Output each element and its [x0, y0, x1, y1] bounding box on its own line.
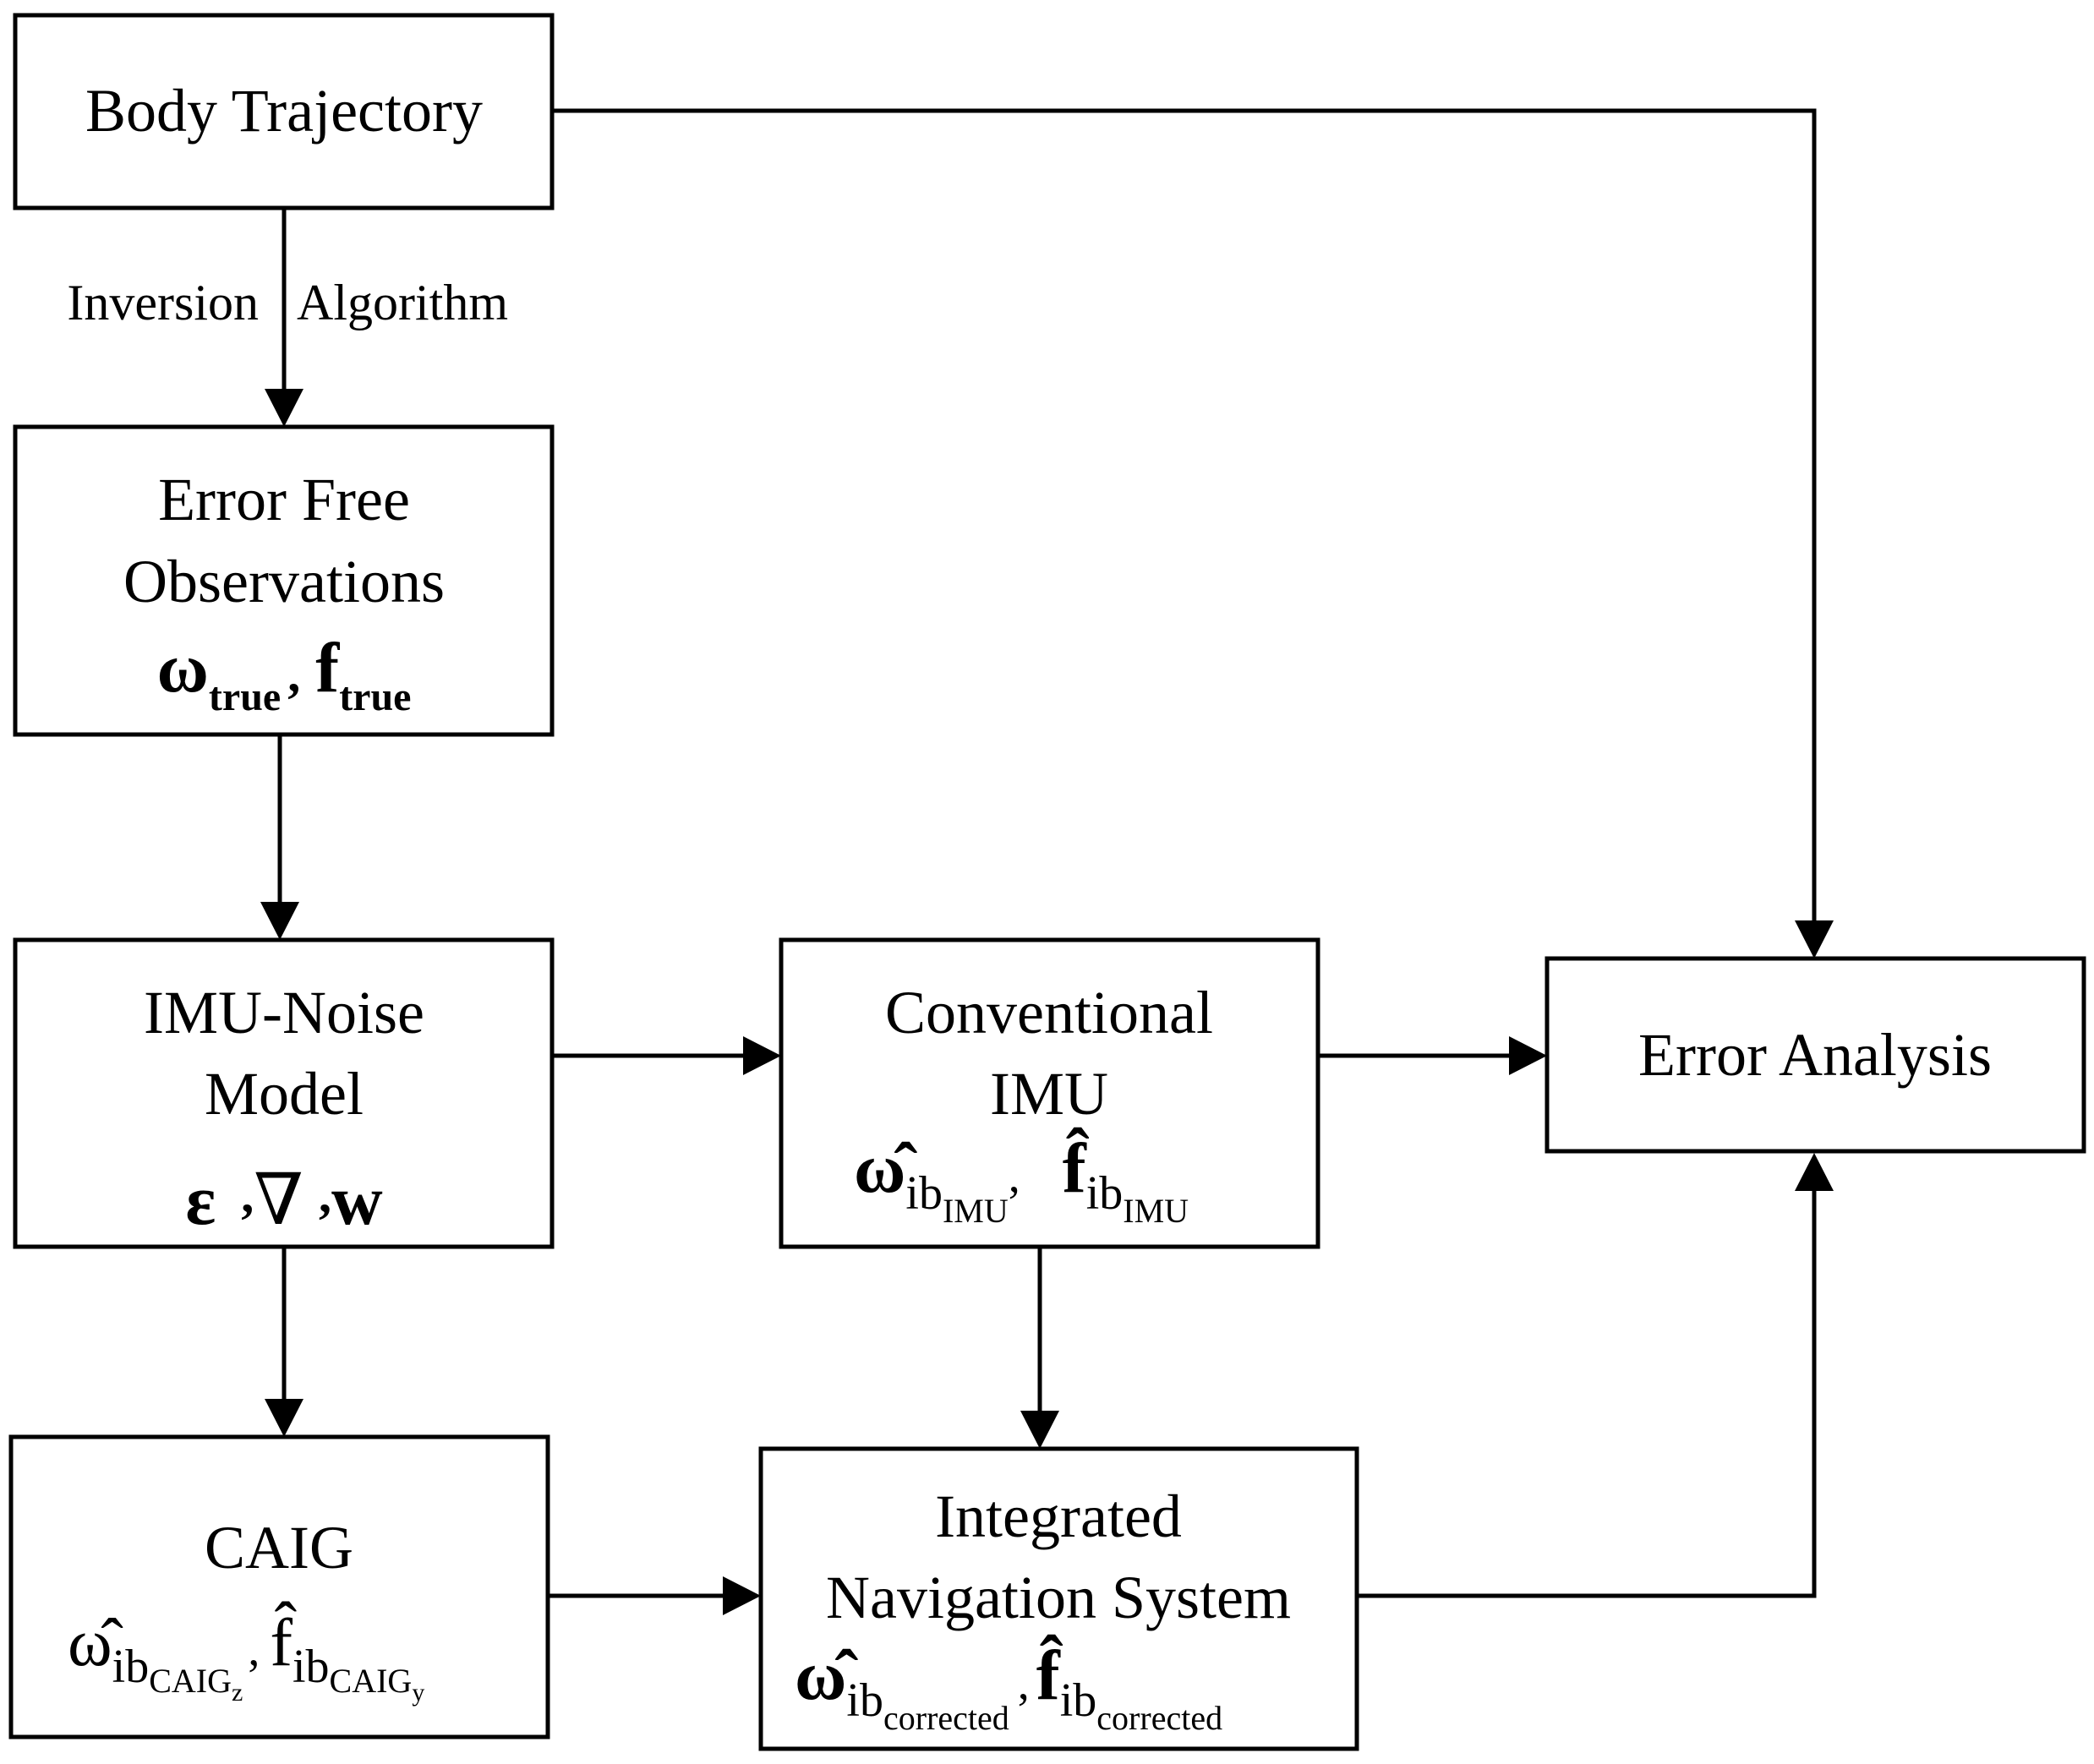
w-symbol: w: [331, 1161, 383, 1240]
f-subscript: ib: [1060, 1674, 1097, 1727]
node-integrated-navigation-system: Integrated Navigation System ω̂ibcorrect…: [758, 1446, 1359, 1751]
node-integrated-nav-line1: Integrated: [935, 1483, 1182, 1550]
node-imu-noise-line1: IMU-Noise: [144, 979, 424, 1046]
node-imu-noise-formula: ε,∇,w: [185, 1161, 383, 1240]
node-imu-noise-line2: Model: [205, 1060, 364, 1128]
comma: ,: [248, 1624, 260, 1676]
epsilon-symbol: ε: [185, 1161, 216, 1240]
f-subsubsubscript: y: [412, 1679, 424, 1707]
node-caig-line1: CAIG: [205, 1514, 353, 1581]
node-body-trajectory-label: Body Trajectory: [85, 77, 483, 145]
node-conventional-imu: Conventional IMU ω̂ibIMU,f̂ibIMU: [779, 937, 1320, 1249]
omega-subsubscript: IMU: [943, 1192, 1009, 1230]
node-integrated-nav-formula: ω̂ibcorrected,f̂ibcorrected: [795, 1634, 1222, 1737]
node-body-trajectory: Body Trajectory: [13, 13, 555, 210]
arrowhead-integrated-left: [723, 1576, 761, 1615]
arrowhead-conventional: [743, 1036, 781, 1075]
node-body-trajectory-box: [13, 13, 555, 210]
node-error-free-formula: ωtrue,ftrue: [157, 629, 412, 719]
node-error-analysis-label: Error Analysis: [1638, 1021, 1992, 1089]
omega-subsubsubscript: z: [232, 1679, 243, 1707]
node-error-free-line1: Error Free: [158, 466, 410, 533]
comma: ,: [287, 647, 300, 702]
node-caig-box: [8, 1434, 550, 1739]
omega-subscript: true: [209, 674, 281, 719]
node-integrated-nav-line2: Navigation System: [826, 1564, 1291, 1631]
omega-subsubscript: CAIG: [149, 1662, 232, 1700]
f-subscript: true: [339, 674, 411, 719]
edge-trajectory-to-erroranalysis: [552, 108, 1817, 927]
f-hat-symbol: f̂: [270, 1601, 297, 1680]
arrowhead-caig: [265, 1399, 303, 1437]
node-imu-noise-box: [13, 937, 555, 1249]
node-error-free-box: [13, 424, 555, 737]
node-error-free-line2: Observations: [123, 548, 445, 615]
edge-label-inversion: Inversion: [67, 275, 259, 330]
comma: ,: [1018, 1658, 1030, 1710]
node-conventional-imu-formula: ω̂ibIMU,f̂ibIMU: [854, 1127, 1189, 1230]
omega-symbol: ω: [157, 629, 209, 707]
node-conventional-imu-box: [779, 937, 1320, 1249]
f-symbol: f: [315, 629, 340, 707]
node-caig: CAIG ω̂ibCAIGz,f̂ibCAIGy: [8, 1434, 550, 1739]
node-error-free-observations: Error Free Observations ωtrue,ftrue: [13, 424, 555, 737]
f-subscript: ib: [1086, 1167, 1124, 1220]
node-error-analysis-box: [1545, 956, 2086, 1154]
edge-integrated-to-erroranalysis: [1357, 1185, 1817, 1598]
comma: ,: [1009, 1150, 1020, 1203]
f-subscript: ib: [293, 1641, 330, 1693]
node-integrated-nav-box: [758, 1446, 1359, 1751]
node-conventional-imu-line1: Conventional: [885, 979, 1213, 1046]
arrowhead-errorfree: [265, 389, 303, 427]
comma: ,: [319, 1167, 331, 1223]
node-conventional-imu-line2: IMU: [990, 1060, 1108, 1128]
f-subsubscript: IMU: [1123, 1192, 1189, 1230]
omega-subscript: ib: [846, 1674, 883, 1727]
arrowhead-erroranalysis-bottom: [1795, 1153, 1834, 1191]
nabla-symbol: ∇: [254, 1161, 303, 1240]
edge-label-algorithm: Algorithm: [297, 275, 508, 330]
arrowhead-erroranalysis-top: [1795, 920, 1834, 958]
node-imu-noise-model: IMU-Noise Model ε,∇,w: [13, 937, 555, 1249]
comma: ,: [241, 1167, 254, 1223]
omega-subscript: ib: [112, 1641, 150, 1693]
f-hat-symbol: f̂: [1063, 1127, 1090, 1208]
omega-subsubscript: corrected: [883, 1699, 1009, 1737]
arrowhead-imunoise: [260, 902, 299, 940]
arrowhead-erroranalysis-left: [1509, 1036, 1547, 1075]
node-error-analysis: Error Analysis: [1545, 956, 2086, 1154]
arrowhead-integrated-top: [1020, 1411, 1059, 1449]
f-subsubscript: corrected: [1096, 1699, 1222, 1737]
f-hat-symbol: f̂: [1036, 1634, 1063, 1715]
f-subsubscript: CAIG: [330, 1662, 413, 1700]
omega-subscript: ib: [905, 1167, 943, 1220]
